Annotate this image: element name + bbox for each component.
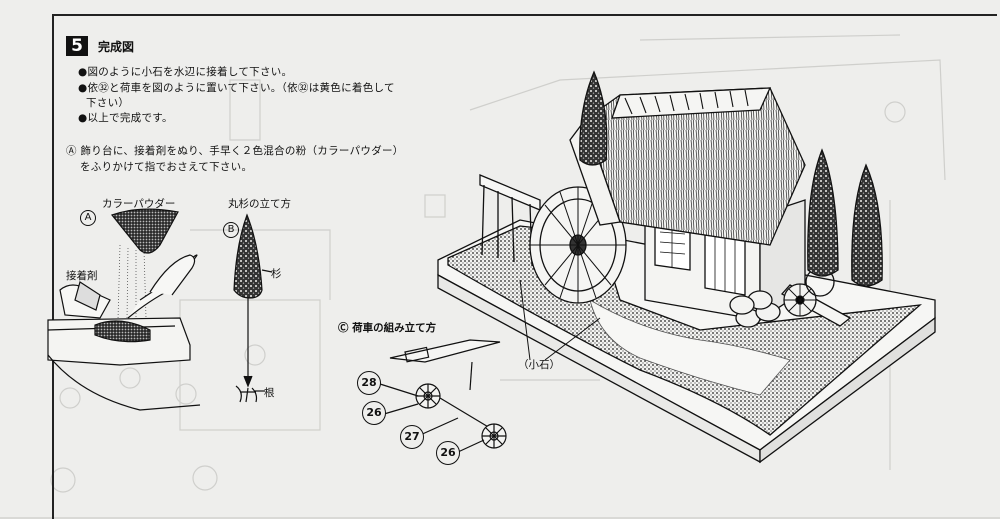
cart-assembly-label: Ⓒ 荷車の組み立て方 [338, 322, 437, 334]
figure-b-art [233, 213, 273, 403]
cedar-setup-label: 丸杉の立て方 [228, 198, 291, 210]
part-number-27: 27 [400, 425, 424, 449]
cedar-label: 杉 [271, 268, 282, 280]
instruction-line-3: 下さい） [86, 97, 130, 109]
part-number-28: 28 [357, 371, 381, 395]
color-powder-label: カラーパウダー [102, 198, 176, 210]
instruction-line-4: ●以上で完成です。 [78, 112, 173, 124]
figure-b-marker: B [223, 222, 239, 238]
figure-c-art [379, 339, 507, 453]
instruction-line-1: ●図のように小石を水辺に接着して下さい。 [78, 66, 293, 78]
note-a-line-2: をふりかけて指でおさえて下さい。 [80, 161, 253, 173]
note-a-line-1: Ⓐ 飾り台に、接着剤をぬり、手早く２色混合の粉（カラーパウダー） [66, 145, 404, 157]
part-number-26-top: 26 [362, 401, 386, 425]
diorama-art [437, 70, 936, 464]
page-frame [52, 14, 997, 519]
step-number-badge: 5 [66, 36, 88, 56]
figure-a-art [47, 208, 201, 411]
glue-label: 接着剤 [66, 270, 98, 282]
step-title: 完成図 [98, 40, 135, 54]
part-number-26-bottom: 26 [436, 441, 460, 465]
root-label: 根 [264, 387, 275, 399]
figure-a-marker: A [80, 210, 96, 226]
instruction-line-2: ●依㉜と荷車を図のように置いて下さい。（依㉜は黄色に着色して [78, 82, 395, 94]
pebbles-label: （小石） [518, 359, 560, 371]
